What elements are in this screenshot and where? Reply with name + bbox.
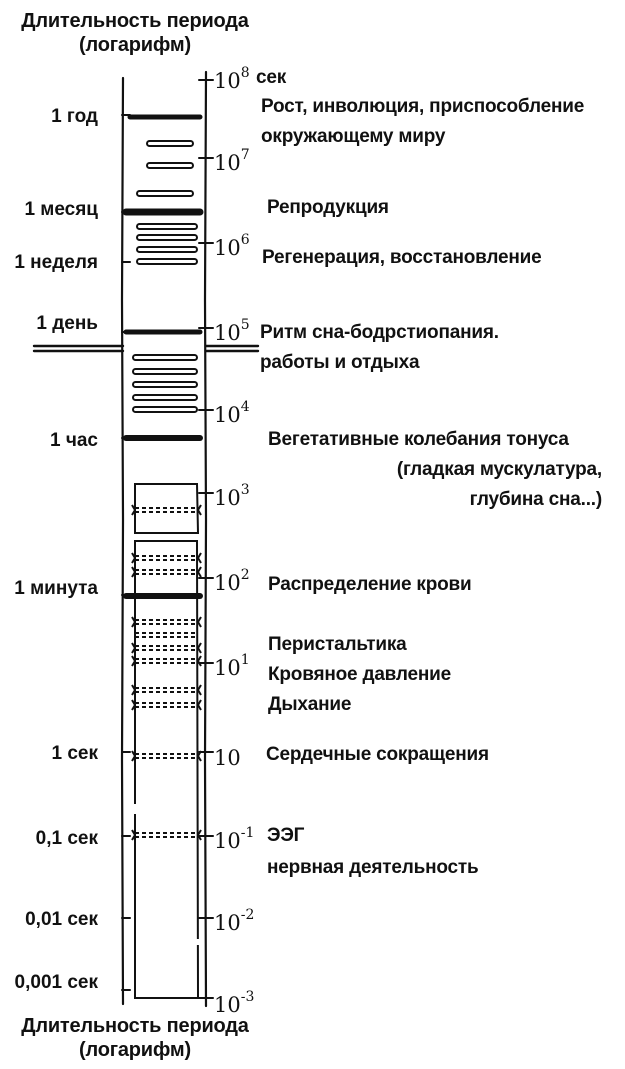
left-label-day: 1 день [36, 313, 98, 334]
top-title-line-2: (логарифм) [79, 34, 191, 56]
tick-label-1e8: 108 [214, 65, 250, 93]
rhythm-growth-line-2: окружающему миру [261, 126, 446, 147]
tick-label-1e5: 105 [214, 317, 250, 345]
outlined-bands [132, 140, 198, 413]
top-title-line-1: Длительность периода [21, 10, 249, 32]
left-label-tenth-second: 0,1 сек [35, 828, 98, 849]
tick-label-1e-2: 10-2 [214, 907, 255, 935]
left-label-hour: 1 час [49, 430, 98, 451]
rhythm-eeg-line-2: нервная деятельность [267, 857, 479, 878]
rhythm-peristalsis: Перистальтика [268, 634, 407, 655]
rhythm-reproduction: Репродукция [267, 197, 389, 218]
left-label-month: 1 месяц [24, 199, 98, 220]
tick-label-1e6: 106 [214, 232, 250, 260]
right-axis-line [203, 70, 208, 1008]
tick-label-1e2: 102 [214, 567, 250, 595]
inner-box-upper [134, 483, 200, 534]
day-boundary-line [32, 344, 260, 353]
rhythm-eeg: ЭЭГ нервная деятельность [267, 820, 479, 884]
rhythm-peristalsis-pressure-breathing: Перистальтика Кровяное давление Дыхание [268, 630, 451, 720]
rhythm-growth-line-1: Рост, инволюция, приспособление [261, 96, 585, 117]
left-axis-line [120, 76, 125, 1006]
rhythm-sleep-wake: Ритм сна-бодрстиопания. работы и отдыха [260, 318, 499, 378]
rhythm-sleep-wake-line-2: работы и отдыха [260, 352, 420, 373]
rhythm-vegetative-line-2: (гладкая мускулатура, [396, 459, 602, 480]
tick-label-1e-1: 10-1 [214, 825, 255, 853]
left-label-week: 1 неделя [14, 252, 98, 273]
rhythm-eeg-line-1: ЭЭГ [267, 825, 305, 846]
bottom-title-line-2: (логарифм) [79, 1039, 191, 1061]
rhythm-vegetative-line-3: глубина сна...) [469, 489, 603, 510]
rhythm-vegetative-line-1: Вегетативные колебания тонуса [268, 429, 569, 450]
tick-label-1e7: 107 [214, 147, 250, 175]
tick-label-1e3: 103 [214, 482, 250, 510]
unit-label: сек [256, 67, 287, 88]
rhythm-vegetative: Вегетативные колебания тонуса (гладкая м… [268, 425, 602, 515]
left-label-thousandth-second: 0,001 сек [14, 972, 98, 993]
rhythm-breathing: Дыхание [268, 694, 352, 715]
tick-label-10: 10 [214, 746, 241, 770]
top-title: Длительность периода (логарифм) [0, 9, 270, 57]
left-label-minute: 1 минута [14, 578, 98, 599]
inner-box-lower [134, 540, 200, 999]
rhythm-blood-pressure: Кровяное давление [268, 664, 452, 685]
tick-label-1e4: 104 [214, 399, 250, 427]
rhythm-blood-distribution: Распределение крови [268, 574, 472, 595]
bottom-title-line-1: Длительность периода [21, 1015, 249, 1037]
bottom-title: Длительность периода (логарифм) [0, 1014, 270, 1062]
rhythm-growth: Рост, инволюция, приспособление окружающ… [261, 92, 584, 152]
left-label-hundredth-second: 0,01 сек [25, 909, 98, 930]
rhythm-heartbeat: Сердечные сокращения [266, 744, 489, 765]
rhythm-regeneration: Регенерация, восстановление [262, 247, 542, 268]
right-axis-ticks [198, 79, 214, 999]
band-notches [131, 504, 202, 841]
tick-label-1e-3: 10-3 [214, 989, 255, 1017]
tick-label-1e1: 101 [214, 652, 250, 680]
left-label-second: 1 сек [51, 743, 99, 764]
dotted-bands [135, 507, 198, 838]
left-label-year: 1 год [51, 106, 98, 127]
rhythm-sleep-wake-line-1: Ритм сна-бодрстиопания. [260, 322, 499, 343]
